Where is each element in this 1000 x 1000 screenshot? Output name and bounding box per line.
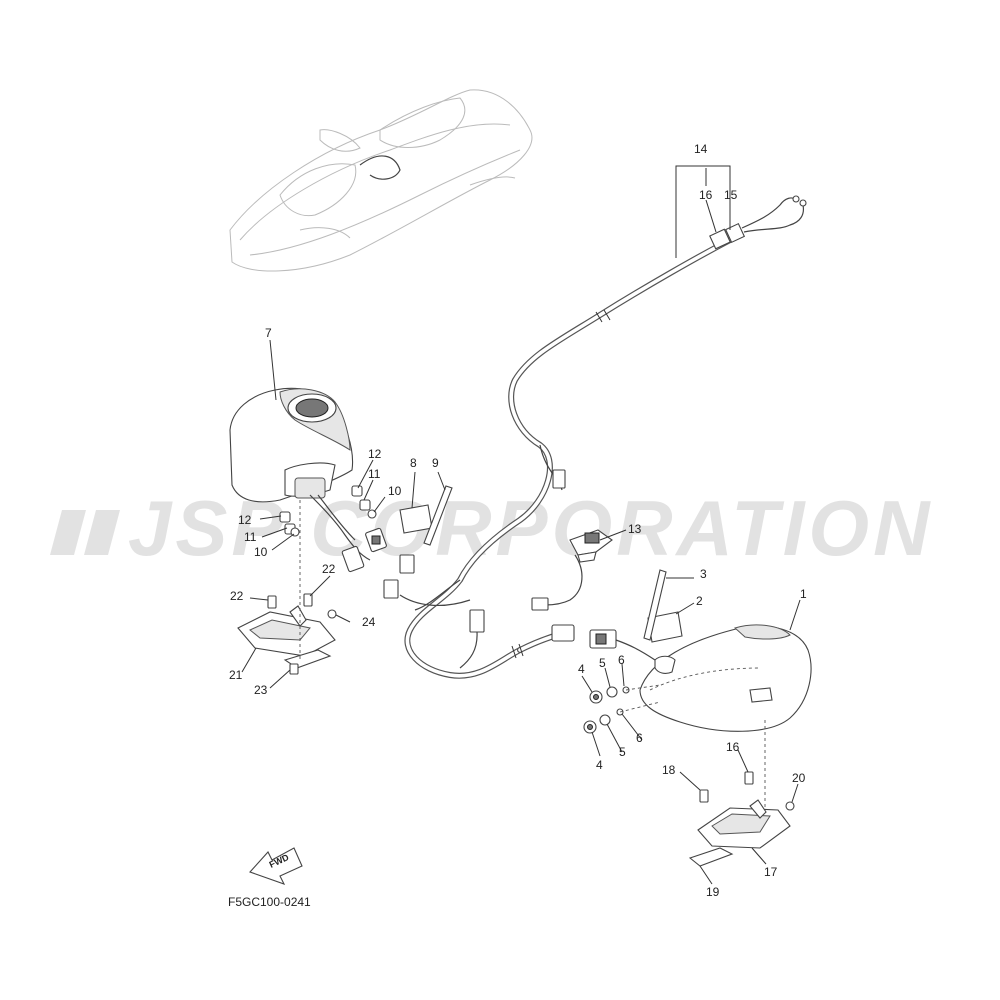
part-9-strip — [423, 485, 453, 546]
label-22-left: 22 — [230, 589, 244, 603]
part-17-bracket — [688, 720, 795, 867]
label-21: 21 — [229, 668, 243, 682]
label-4-top: 4 — [578, 662, 585, 676]
label-8: 8 — [410, 456, 417, 470]
wire-harness — [383, 195, 807, 679]
part-3-strip — [643, 569, 667, 641]
part-7-meter-housing — [229, 387, 387, 573]
label-13: 13 — [628, 522, 642, 536]
label-9: 9 — [432, 456, 439, 470]
label-10-right: 10 — [388, 484, 402, 498]
label-16-bottom: 16 — [726, 740, 740, 754]
part-labels: 14 16 15 7 8 9 12 11 10 12 11 10 13 3 2 … — [229, 142, 807, 899]
label-6-bottom: 6 — [636, 731, 643, 745]
label-12-left: 12 — [238, 513, 252, 527]
hardware-10-11-12 — [279, 485, 377, 537]
label-2: 2 — [696, 594, 703, 608]
part-21-bracket — [237, 500, 337, 675]
part-1-housing — [639, 624, 812, 732]
label-16-top: 16 — [699, 188, 713, 202]
watermark-logo-bar-1 — [50, 510, 86, 555]
label-22-right: 22 — [322, 562, 336, 576]
label-17: 17 — [764, 865, 778, 879]
label-19: 19 — [706, 885, 720, 899]
label-6-top: 6 — [618, 653, 625, 667]
label-11-left: 11 — [244, 530, 257, 544]
label-1: 1 — [800, 587, 807, 601]
label-5-bottom: 5 — [619, 745, 626, 759]
label-3: 3 — [700, 567, 707, 581]
diagram-code: F5GC100-0241 — [228, 895, 311, 909]
label-10-left: 10 — [254, 545, 268, 559]
label-11-right: 11 — [368, 467, 381, 481]
part-13-switch — [569, 529, 613, 563]
label-18: 18 — [662, 763, 676, 777]
label-7: 7 — [265, 326, 272, 340]
label-23: 23 — [254, 683, 268, 697]
label-20: 20 — [792, 771, 806, 785]
label-5-top: 5 — [599, 656, 606, 670]
label-24: 24 — [362, 615, 376, 629]
watercraft-overview — [229, 89, 533, 272]
fwd-arrow: FWD — [249, 847, 303, 885]
label-15: 15 — [724, 188, 738, 202]
watermark: JSP CORPORATION — [50, 484, 929, 572]
part-8-label-sheet — [399, 504, 433, 534]
label-12-right: 12 — [368, 447, 382, 461]
label-14: 14 — [694, 142, 708, 156]
leader-lines — [241, 165, 801, 885]
watermark-logo-bar-2 — [84, 510, 120, 555]
label-4-bottom: 4 — [596, 758, 603, 772]
hardware-4-5-6 — [583, 684, 661, 734]
